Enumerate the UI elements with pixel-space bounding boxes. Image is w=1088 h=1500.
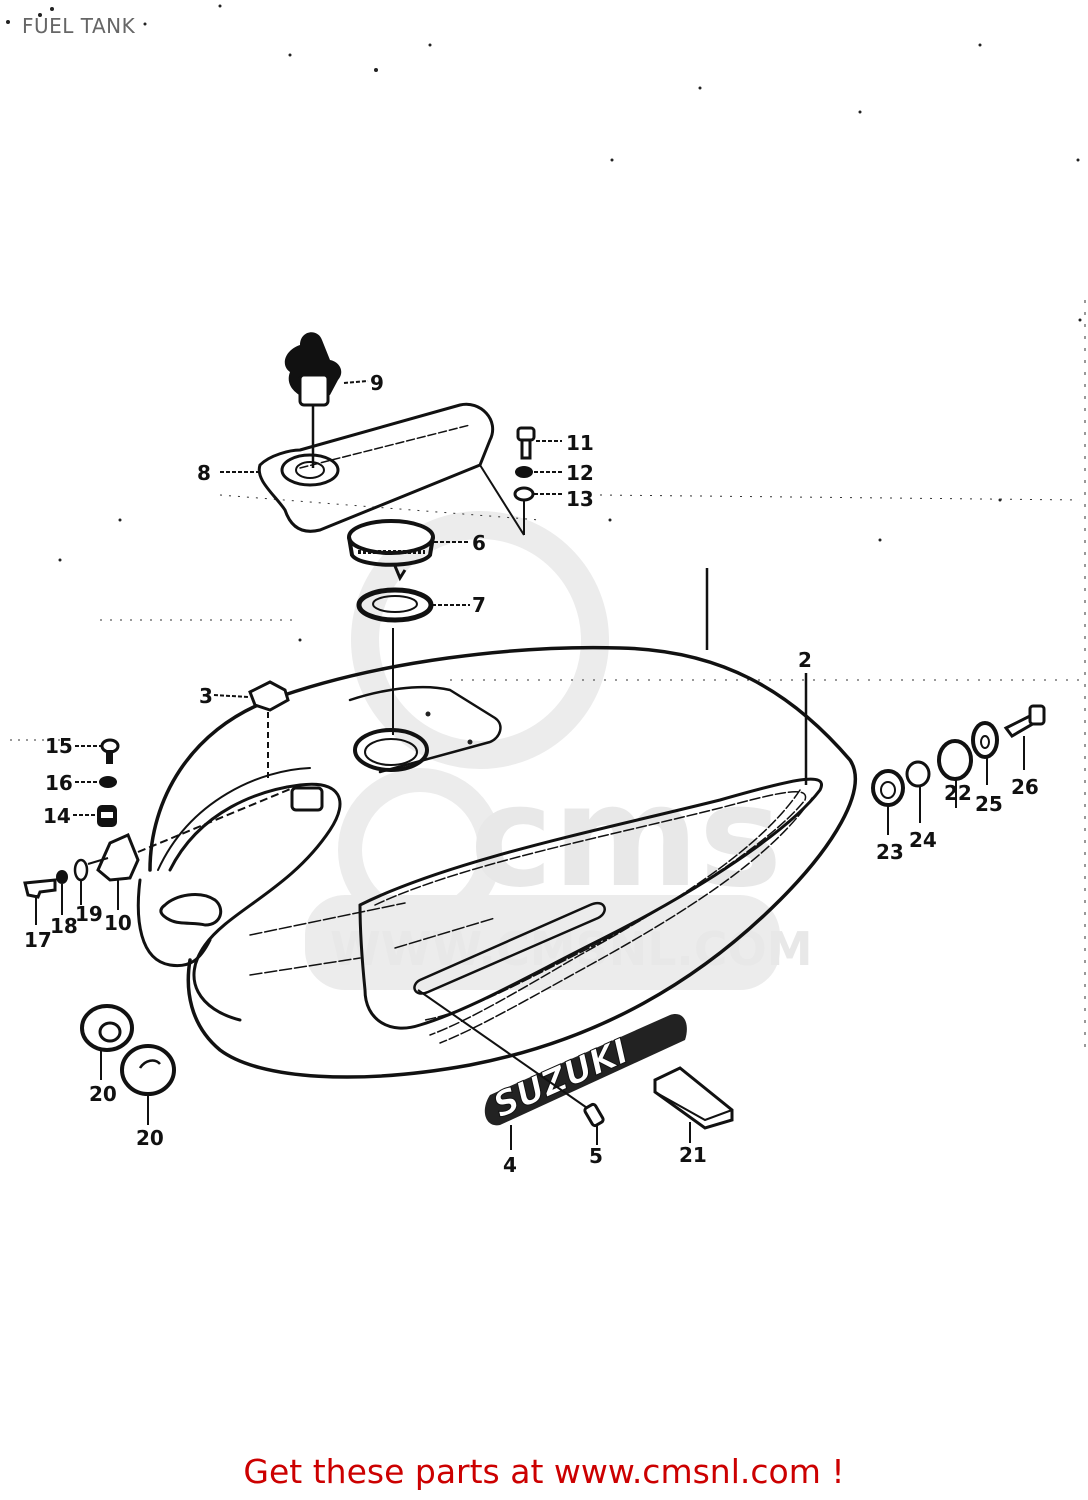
watermark-logo: cms [470, 756, 782, 919]
scan-noise [6, 4, 1086, 1050]
part-7-gasket [356, 587, 434, 735]
callout-10: 10 [104, 911, 132, 935]
callout-25: 25 [975, 792, 1003, 816]
callout-4: 4 [503, 1153, 517, 1177]
part-8-cover-plate [257, 402, 495, 533]
cmsnl-watermark: cms WWW.CMSNL.COM [305, 511, 813, 990]
callout-20a: 20 [89, 1082, 117, 1106]
callout-9: 9 [370, 371, 384, 395]
callout-12: 12 [566, 461, 594, 485]
parts-11-13-fasteners [479, 426, 536, 536]
callout-13: 13 [566, 487, 594, 511]
callout-2: 2 [798, 648, 812, 672]
page-title: FUEL TANK [22, 14, 136, 38]
callout-20b: 20 [136, 1126, 164, 1150]
part-21-block [653, 1066, 734, 1143]
callout-18: 18 [50, 914, 78, 938]
callout-3: 3 [199, 684, 213, 708]
callout-21: 21 [679, 1143, 707, 1167]
parts-22-26-mount-set [871, 704, 1046, 835]
callout-19: 19 [75, 902, 103, 926]
callout-17: 17 [24, 928, 52, 952]
callout-15: 15 [45, 734, 73, 758]
callout-16: 16 [45, 771, 73, 795]
parts-14-16-mounts [97, 738, 120, 827]
callout-8: 8 [197, 461, 211, 485]
callout-11: 11 [566, 431, 594, 455]
part-5-screw [417, 989, 605, 1145]
callout-24: 24 [909, 828, 937, 852]
parts-10-17-19-bracket [23, 784, 301, 925]
cmsnl-parts-link[interactable]: Get these parts at www.cmsnl.com ! [243, 1452, 845, 1491]
parts-20-grommets [80, 1004, 176, 1125]
callout-labels: 2 3 4 5 6 7 8 9 10 11 12 13 14 15 16 17 … [24, 371, 1039, 1177]
callout-7: 7 [472, 593, 486, 617]
callout-6: 6 [472, 531, 486, 555]
callout-23: 23 [876, 840, 904, 864]
emblem-text: SUZUKI [487, 1031, 634, 1126]
part-6-fuel-cap [347, 519, 435, 582]
callout-22: 22 [944, 781, 972, 805]
leader-lines [73, 380, 808, 865]
callout-26: 26 [1011, 775, 1039, 799]
callout-14: 14 [43, 804, 71, 828]
fuel-tank-body [136, 645, 857, 1079]
part-3-pad [248, 680, 290, 780]
part-9-lock [284, 332, 342, 468]
callout-5: 5 [589, 1144, 603, 1168]
